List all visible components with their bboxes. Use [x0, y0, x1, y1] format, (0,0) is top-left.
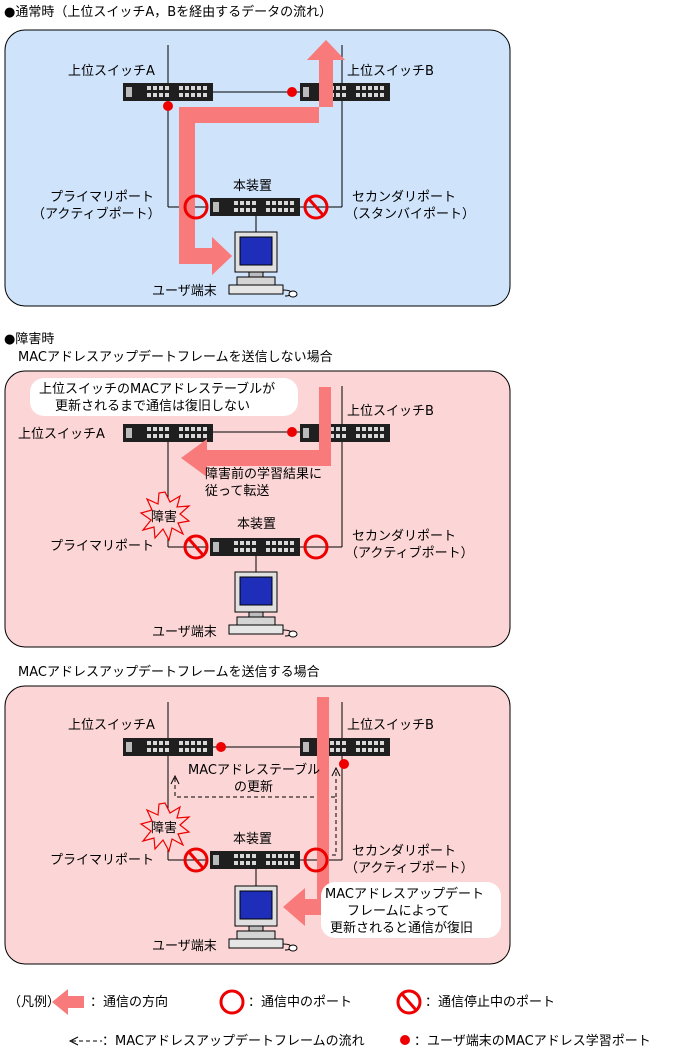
secondary-port-role: （アクティブポート） [345, 860, 474, 876]
callout-text-1: MACアドレスアップデート [325, 886, 484, 902]
secondary-port-role: （アクティブポート） [345, 545, 474, 561]
device-label: 本装置 [237, 517, 276, 532]
active-port-icon [303, 534, 329, 560]
legend-title: （凡例） [8, 995, 60, 1010]
secondary-port-label: セカンダリポート [352, 844, 456, 859]
primary-port-role: （アクティブポート） [32, 206, 161, 222]
switch-icon [300, 738, 390, 756]
switch-icon [300, 83, 390, 101]
switch-icon [123, 738, 213, 756]
secondary-port-label: セカンダリポート [352, 190, 456, 205]
callout-text-3: 更新されると通信が復旧 [330, 920, 473, 936]
switch-b-label: 上位スイッチB [347, 404, 434, 419]
switch-icon [300, 424, 390, 442]
failure-label: 障害 [151, 820, 177, 836]
legend-blocked-port: ：通信停止中のポート [425, 994, 555, 1010]
forward-text-2: 従って転送 [205, 484, 269, 499]
section2-subtitle: MACアドレスアップデートフレームを送信しない場合 [18, 349, 333, 365]
device-label: 本装置 [233, 832, 272, 847]
switch-a-label: 上位スイッチA [68, 718, 155, 733]
device-label: 本装置 [233, 179, 272, 194]
blocked-port-icon [183, 847, 209, 873]
switch-icon [123, 424, 213, 442]
switch-icon [210, 851, 300, 869]
section2-title: ●障害時 [4, 331, 54, 347]
legend-flow: ：通信の方向 [90, 994, 168, 1010]
learning-port-icon [163, 101, 173, 111]
section3-subtitle: MACアドレスアップデートフレームを送信する場合 [18, 664, 320, 680]
legend-learning-port: ：ユーザ端末のMACアドレス学習ポート [414, 1033, 651, 1049]
learning-port-icon [287, 427, 297, 437]
switch-icon [210, 538, 300, 556]
blocked-port-icon [303, 194, 329, 220]
learning-port-icon [287, 87, 297, 97]
callout-text-2: フレームによって [347, 904, 450, 919]
learning-port-icon [216, 742, 226, 752]
active-port-icon [219, 989, 245, 1015]
terminal-label: ユーザ端末 [152, 625, 217, 640]
active-port-icon [183, 194, 209, 220]
switch-a-label: 上位スイッチA [68, 64, 155, 79]
blocked-port-icon [183, 534, 209, 560]
switch-b-label: 上位スイッチB [347, 718, 434, 733]
table-update-text-2: の更新 [234, 779, 273, 795]
section1-title: ●通常時（上位スイッチA，Bを経由するデータの流れ） [4, 4, 332, 20]
legend-update-flow: ：MACアドレスアップデートフレームの流れ [102, 1033, 365, 1049]
callout-text-1: 上位スイッチのMACアドレステーブルが [39, 381, 275, 397]
primary-port-label: プライマリポート [50, 539, 154, 554]
switch-a-label: 上位スイッチA [18, 427, 105, 442]
flow-arrow-icon [52, 989, 84, 1015]
callout-box [321, 882, 501, 938]
switch-icon [210, 198, 300, 216]
failure-label: 障害 [151, 509, 177, 525]
secondary-port-label: セカンダリポート [352, 529, 456, 544]
learning-port-icon [339, 759, 349, 769]
terminal-label: ユーザ端末 [152, 939, 217, 954]
secondary-port-role: （スタンバイポート） [345, 207, 475, 222]
terminal-label: ユーザ端末 [152, 284, 217, 299]
learning-port-icon [400, 1035, 410, 1045]
forward-text-1: 障害前の学習結果に [205, 466, 322, 482]
callout-text-2: 更新されるまで通信は復旧しない [55, 398, 250, 414]
table-update-text-1: MACアドレステーブル [188, 762, 320, 778]
blocked-port-icon [396, 989, 422, 1015]
switch-b-label: 上位スイッチB [347, 64, 434, 79]
callout-box [30, 378, 298, 416]
primary-port-label: プライマリポート [50, 853, 154, 868]
legend-active-port: ：通信中のポート [248, 995, 352, 1010]
flow-arrow-icon [283, 697, 329, 926]
active-port-icon [303, 847, 329, 873]
primary-port-label: プライマリポート [50, 190, 154, 205]
flow-arrow-icon [181, 387, 331, 477]
switch-icon [123, 83, 213, 101]
